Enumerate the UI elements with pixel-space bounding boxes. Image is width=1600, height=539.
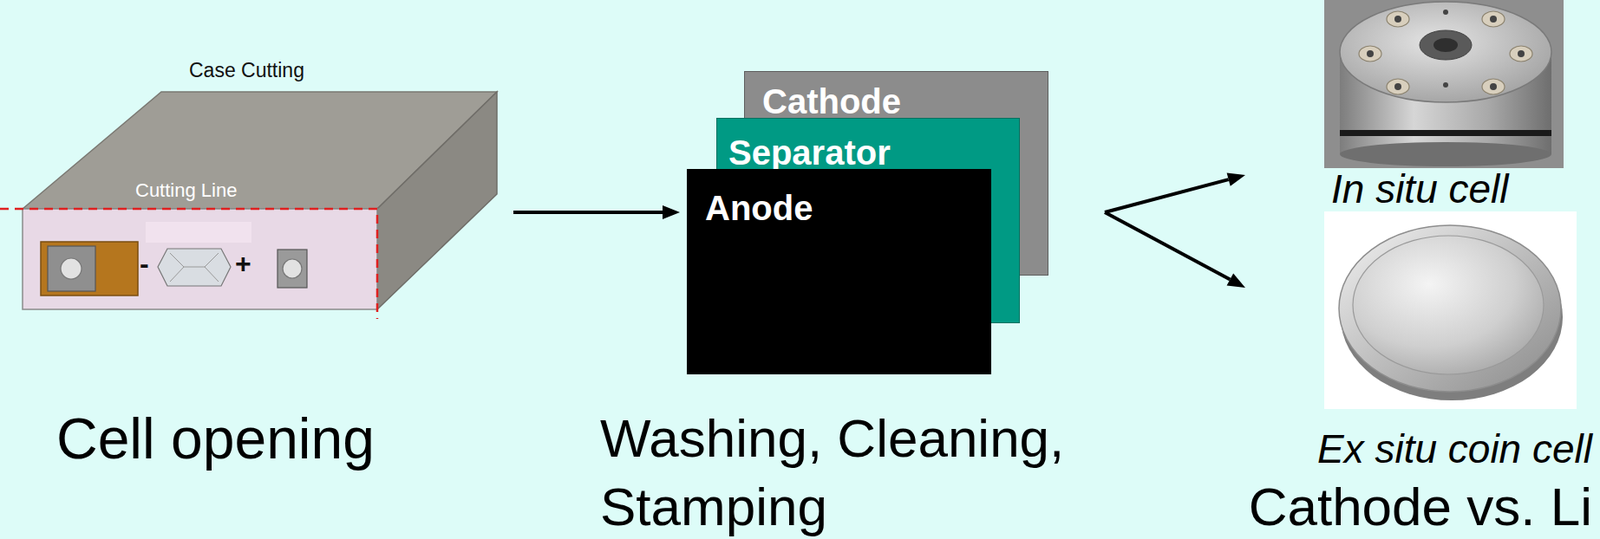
insulating-bushing [1509, 45, 1533, 62]
arrowhead [1227, 273, 1246, 288]
connector-arrow [513, 205, 680, 220]
insulating-bushing [1386, 78, 1410, 95]
terminal-sign: + [235, 248, 252, 280]
cell-front-face [22, 208, 378, 310]
positive-terminal [277, 249, 307, 288]
layer-label: Separator [728, 135, 891, 170]
cutting-line [0, 208, 378, 320]
safety-vent [157, 248, 231, 287]
terminal-bolt [60, 258, 82, 280]
cutting-line-label: Cutting Line [135, 179, 237, 202]
cell-lid [1339, 1, 1552, 103]
insulating-bushing [1358, 45, 1382, 62]
layer-label: Cathode [762, 84, 902, 119]
photo-background [1324, 211, 1577, 410]
connector-arrow [1104, 172, 1246, 213]
coin-cell: Ex situ coin cellCathode vs. Li [1248, 209, 1598, 538]
photo-caption: In situ cell [1331, 166, 1509, 213]
step-caption: Cell opening [56, 406, 375, 471]
seal-groove [1339, 130, 1552, 137]
terminal-bolt [282, 259, 302, 279]
electrode-stack: Washing, Cleaning, StampingCathodeSepara… [686, 71, 1100, 375]
terminal-sign: - [139, 248, 150, 280]
connector-line [513, 210, 663, 215]
vent-line [183, 267, 205, 268]
anode-sheet: Anode [686, 169, 992, 375]
in-situ-cell-photo [1324, 0, 1564, 169]
screw [1489, 83, 1497, 91]
negative-terminal [47, 246, 96, 292]
cell-side-face [377, 91, 497, 310]
connector-arrow [1104, 212, 1246, 288]
vent-line [204, 253, 219, 282]
coin-rim [1338, 225, 1561, 392]
arrowhead [1227, 172, 1246, 186]
prismatic-cell [0, 91, 497, 320]
center-port [1433, 38, 1458, 53]
negative-tab [40, 241, 138, 296]
vent-line [169, 253, 184, 282]
screw [1517, 50, 1525, 58]
cell-base [1339, 142, 1552, 167]
center-port [1419, 30, 1472, 60]
test-caption: Cathode vs. Li [1248, 480, 1593, 535]
photo-background [1324, 0, 1564, 169]
step-caption: Washing, Cleaning, Stamping [600, 404, 1121, 539]
in-situ-cell: In situ cell [1248, 0, 1594, 209]
hole [1443, 82, 1449, 88]
coin-cell-photo [1324, 211, 1577, 410]
insulating-bushing [1482, 78, 1505, 95]
connector-line [1104, 212, 1230, 281]
screw [1366, 50, 1374, 58]
insulating-bushing [1386, 11, 1410, 27]
cell-opening-figure: Case CuttingCutting LineCell opening [17, 53, 514, 488]
screw [1394, 15, 1402, 23]
figure-label: Case Cutting [189, 58, 305, 82]
screw [1394, 83, 1402, 91]
layer-label: Anode [705, 190, 813, 226]
hole [1443, 9, 1449, 15]
connector-line [1104, 179, 1229, 213]
insulating-bushing [1482, 11, 1505, 27]
face-highlight [145, 222, 252, 243]
coin-face [1352, 235, 1544, 375]
photo-caption: Ex situ coin cell [1317, 426, 1593, 473]
screw [1489, 15, 1497, 23]
arrowhead [662, 205, 680, 220]
